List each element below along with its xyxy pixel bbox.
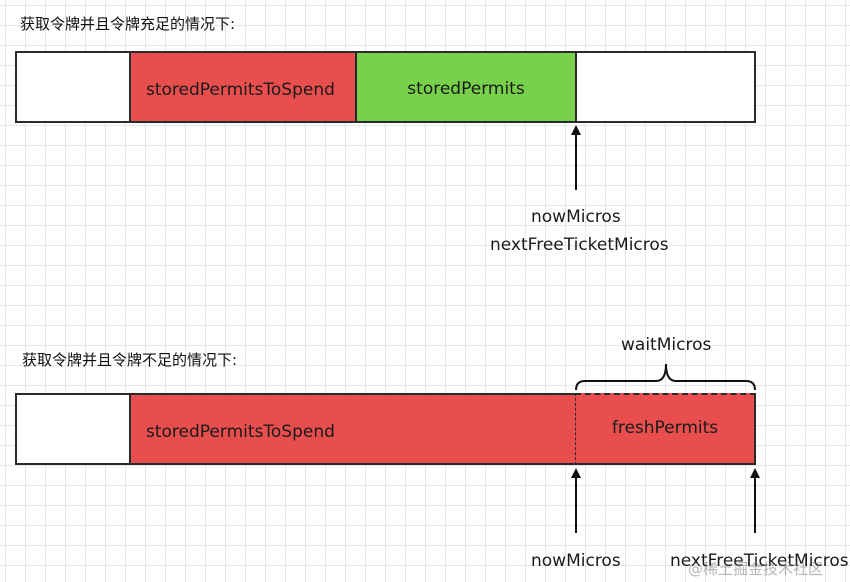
section2-cell-stored-permits-to-spend-label: storedPermitsToSpend — [146, 422, 335, 442]
section1-now-micros-label: nowMicros — [531, 207, 621, 227]
wait-micros-brace — [575, 363, 756, 391]
section2-title: 获取令牌并且令牌不足的情况下: — [22, 351, 238, 369]
section2-cell-stored-permits-to-spend: storedPermitsToSpend — [129, 393, 577, 465]
wait-micros-label: waitMicros — [621, 335, 712, 355]
section2-now-micros-label: nowMicros — [531, 551, 621, 571]
section2-cell-empty-left — [15, 393, 131, 465]
section1-cell-empty-right — [575, 51, 756, 123]
section2-cell-fresh-permits: freshPermits — [575, 393, 756, 465]
section1-cell-stored-permits-label: storedPermits — [407, 79, 525, 99]
section1-cell-empty-left — [15, 51, 131, 123]
section1-title: 获取令牌并且令牌充足的情况下: — [20, 15, 236, 33]
watermark: @稀土掘金技术社区 — [688, 560, 824, 578]
section1-next-free-ticket-micros-label: nextFreeTicketMicros — [490, 235, 669, 255]
section1-cell-stored-permits-to-spend: storedPermitsToSpend — [129, 51, 357, 123]
section2-next-free-ticket-micros-label: nextFreeTicketMicros — [670, 551, 849, 571]
section2-cell-fresh-permits-label: freshPermits — [611, 418, 719, 438]
section1-cell-stored-permits-to-spend-label: storedPermitsToSpend — [146, 80, 335, 100]
section1-cell-stored-permits: storedPermits — [355, 51, 577, 123]
